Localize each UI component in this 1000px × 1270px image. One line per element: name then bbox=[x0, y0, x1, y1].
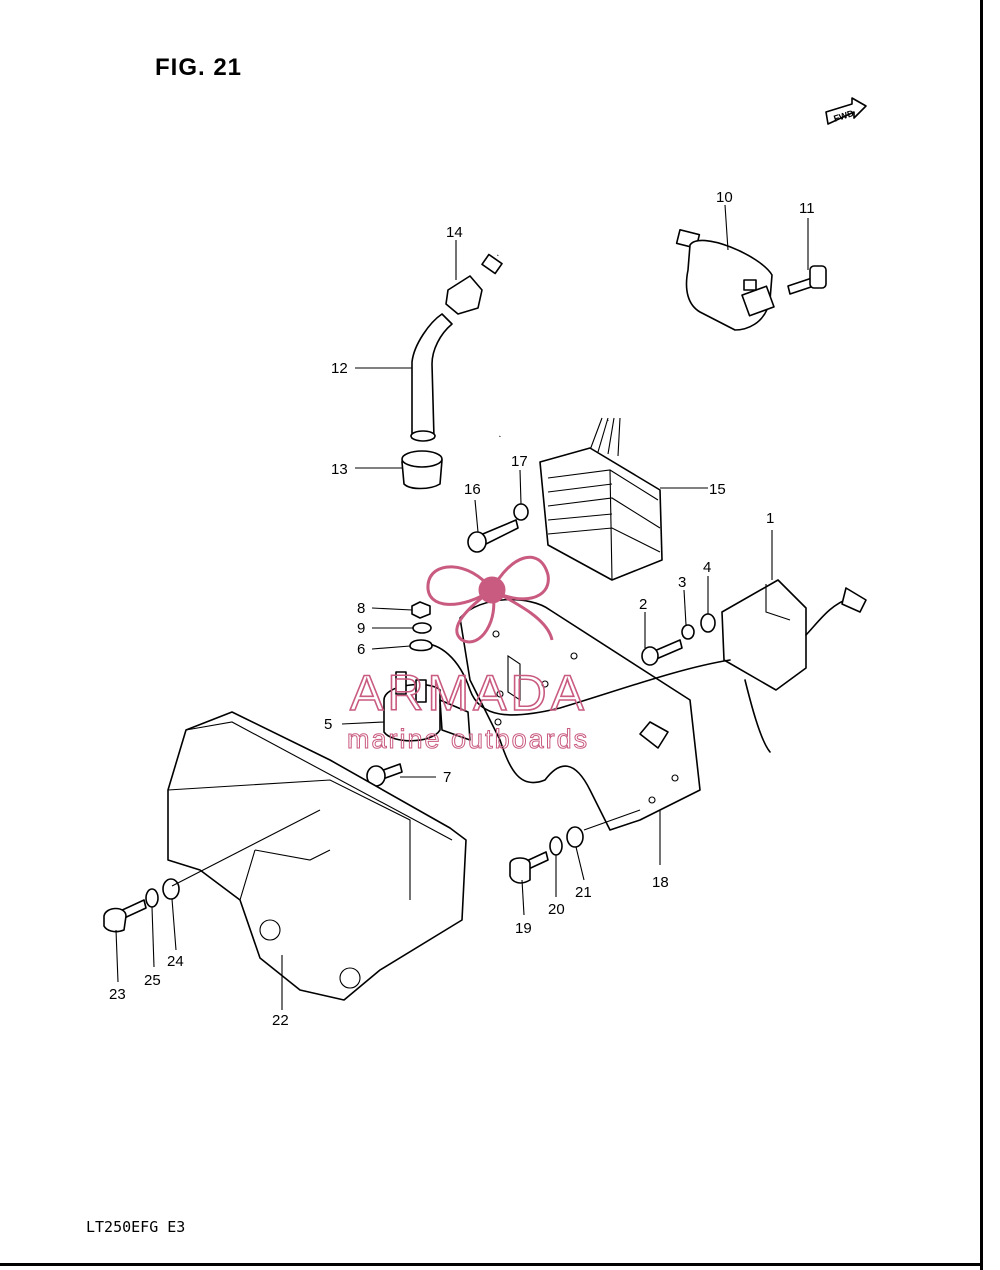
callout-1: 1 bbox=[766, 510, 774, 527]
leader-lines bbox=[115, 204, 809, 1010]
callout-12: 12 bbox=[331, 360, 348, 377]
callout-6: 6 bbox=[357, 641, 365, 658]
model-code: LT250EFG E3 bbox=[86, 1218, 186, 1236]
wire-terminal bbox=[409, 639, 433, 652]
page-border-right bbox=[980, 0, 983, 1270]
callout-23: 23 bbox=[109, 986, 126, 1003]
bracket-washer bbox=[566, 826, 584, 848]
electrical-cover bbox=[167, 711, 467, 1001]
terminal-washer bbox=[412, 622, 432, 634]
callout-22: 22 bbox=[272, 1012, 289, 1029]
callout-3: 3 bbox=[678, 574, 686, 591]
fwd-arrow-badge: FWD bbox=[825, 97, 867, 125]
ignition-coil bbox=[496, 216, 775, 331]
watermark-brand: ARMADA bbox=[350, 665, 588, 721]
spark-plug-cap bbox=[410, 313, 453, 442]
callout-13: 13 bbox=[331, 461, 348, 478]
cover-bolt bbox=[103, 899, 147, 933]
callout-14: 14 bbox=[446, 224, 463, 241]
propeller-logo-icon bbox=[426, 555, 554, 644]
callout-18: 18 bbox=[652, 874, 669, 891]
module-lock-washer bbox=[681, 624, 695, 640]
callout-11: 11 bbox=[799, 200, 815, 217]
regulator-rectifier bbox=[498, 362, 663, 581]
callout-15: 15 bbox=[709, 481, 726, 498]
regulator-washer bbox=[513, 503, 529, 521]
figure-title: FIG. 21 bbox=[155, 54, 243, 81]
callout-10: 10 bbox=[716, 189, 733, 206]
bracket-bolt bbox=[509, 851, 549, 884]
callout-19: 19 bbox=[515, 920, 532, 937]
regulator-bolt bbox=[467, 519, 519, 553]
terminal-nut bbox=[411, 601, 431, 619]
callout-5: 5 bbox=[324, 716, 332, 733]
callout-21: 21 bbox=[575, 884, 592, 901]
callout-7: 7 bbox=[443, 769, 451, 786]
bracket-lock-washer bbox=[549, 836, 563, 856]
cover-washer bbox=[162, 878, 180, 900]
callout-labels: 1 2 3 4 5 6 7 8 9 10 11 12 13 14 15 16 1… bbox=[109, 189, 815, 1029]
relay-bolt bbox=[366, 763, 403, 787]
module-washer bbox=[700, 613, 716, 633]
page-border-bottom bbox=[0, 1263, 983, 1266]
module-bolt bbox=[641, 639, 683, 666]
starter-relay bbox=[383, 671, 471, 742]
callout-17: 17 bbox=[511, 453, 528, 470]
callout-16: 16 bbox=[464, 481, 481, 498]
cover-lock-washer bbox=[145, 888, 159, 908]
ignition-module bbox=[721, 579, 867, 753]
callout-24: 24 bbox=[167, 953, 184, 970]
coil-bolt bbox=[787, 265, 827, 295]
plug-cap-joint bbox=[445, 253, 503, 315]
plug-cap-boot bbox=[401, 450, 443, 490]
callout-8: 8 bbox=[357, 600, 365, 617]
callout-9: 9 bbox=[357, 620, 365, 637]
callout-20: 20 bbox=[548, 901, 565, 918]
callout-25: 25 bbox=[144, 972, 161, 989]
watermark-tagline: marine outboards bbox=[347, 724, 589, 754]
callout-4: 4 bbox=[703, 559, 711, 576]
callout-2: 2 bbox=[639, 596, 647, 613]
wire-harness bbox=[415, 642, 731, 716]
armada-watermark: ARMADA marine outboards bbox=[347, 555, 589, 755]
